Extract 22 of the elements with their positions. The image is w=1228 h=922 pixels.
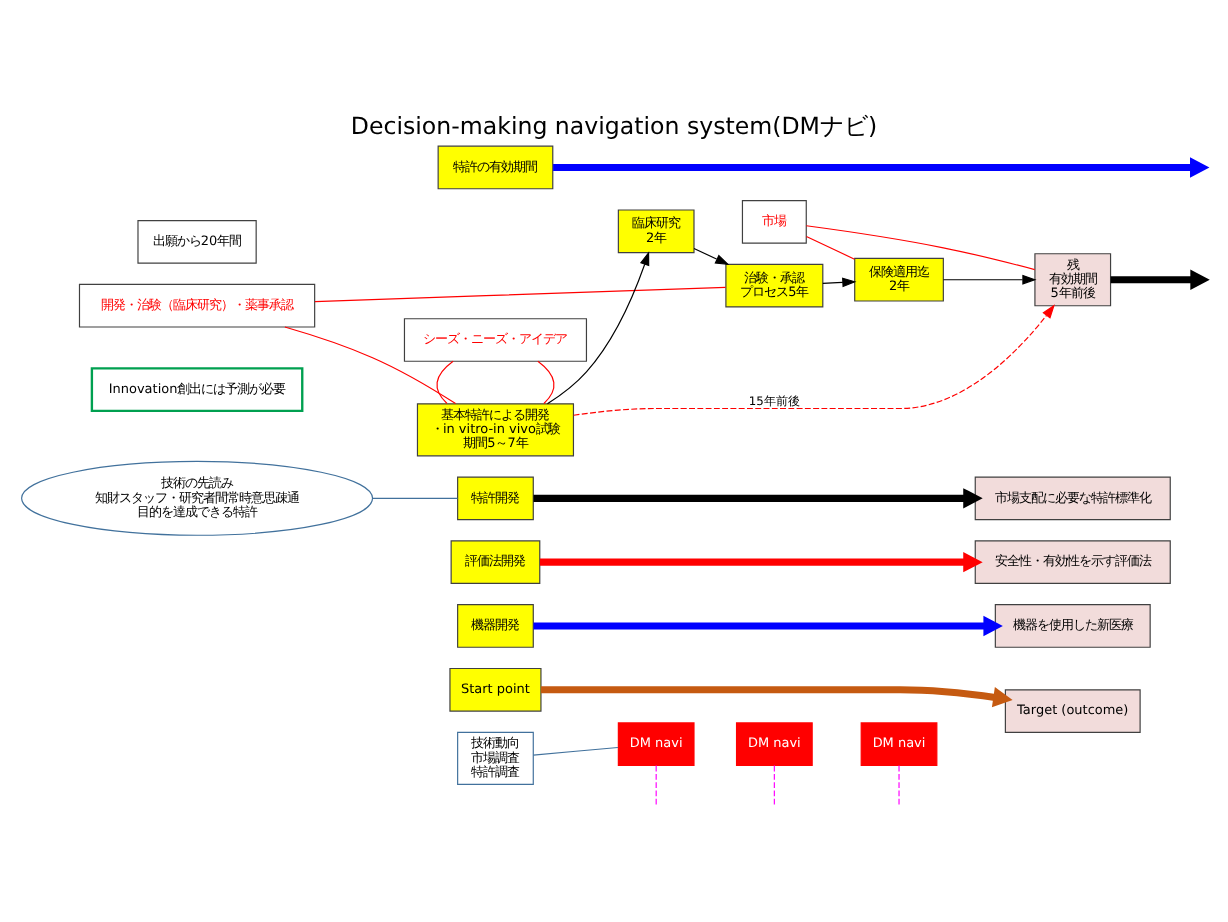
connector xyxy=(372,497,459,499)
arrow xyxy=(693,247,730,266)
connector xyxy=(314,286,727,303)
arrow xyxy=(553,157,1210,178)
arrow xyxy=(540,551,983,573)
arrow xyxy=(533,488,983,509)
arrow xyxy=(822,277,857,288)
arrow xyxy=(942,274,1037,285)
connector xyxy=(805,235,856,260)
connector xyxy=(537,360,555,405)
connector xyxy=(532,746,619,756)
arrow xyxy=(546,251,650,405)
arrow xyxy=(541,686,1013,708)
connector xyxy=(284,326,457,405)
connector xyxy=(805,225,1036,271)
arrow xyxy=(533,615,1003,637)
diagram-title: Decision-making navigation system(DMナビ) xyxy=(350,112,878,141)
arrow xyxy=(573,304,1055,416)
connector xyxy=(436,360,454,405)
arrow xyxy=(1110,269,1210,290)
connector xyxy=(655,765,657,808)
connector xyxy=(773,765,775,808)
